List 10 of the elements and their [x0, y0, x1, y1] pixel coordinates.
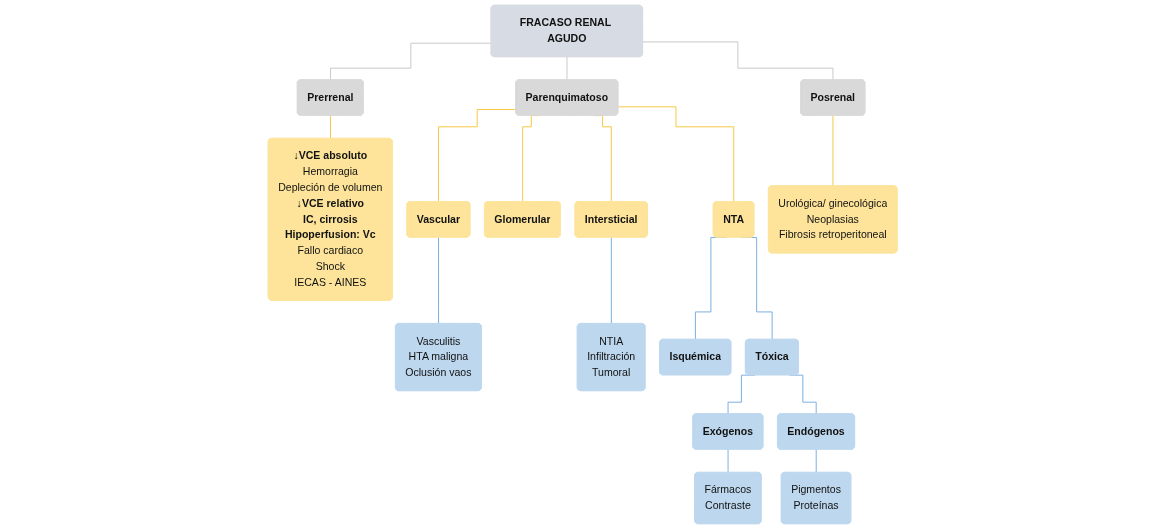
connector [611, 237, 613, 325]
connector [330, 115, 332, 140]
connector [832, 115, 834, 187]
connector [727, 449, 729, 474]
connector [438, 237, 440, 325]
connector [330, 42, 493, 81]
connector [642, 41, 834, 81]
connector [816, 449, 818, 474]
connector [618, 106, 735, 203]
connector [438, 109, 517, 203]
